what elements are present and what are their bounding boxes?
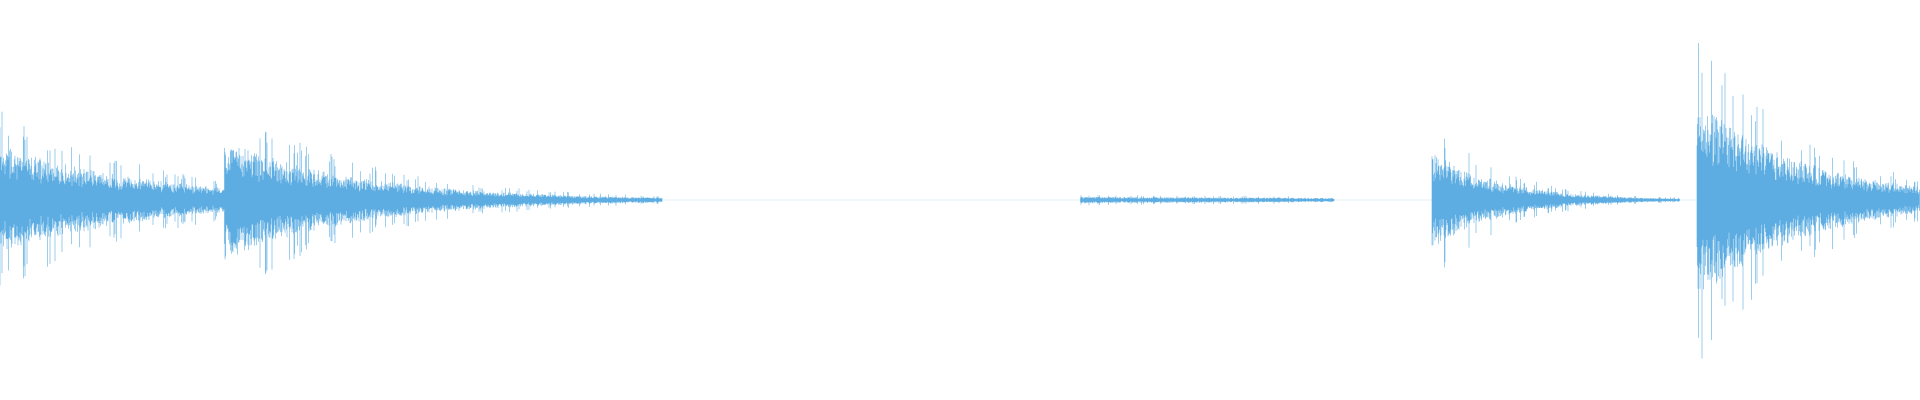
waveform-path (0, 43, 1920, 359)
